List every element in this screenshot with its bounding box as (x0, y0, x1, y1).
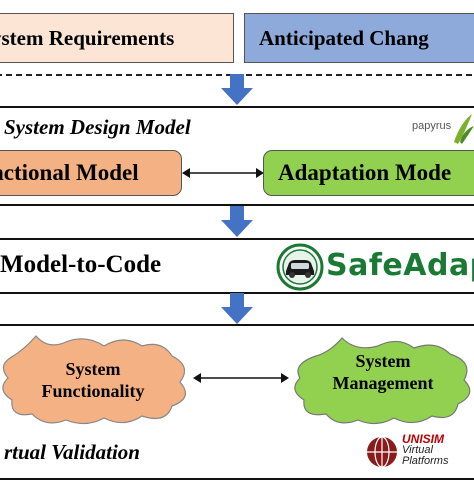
bidirectional-arrow-icon (182, 168, 264, 178)
functional-model-label: nctional Model (0, 160, 139, 185)
system-requirements-label: ystem Requirements (0, 26, 175, 50)
papyrus-leaf-icon (454, 114, 474, 144)
safeadapt-car-icon (276, 243, 324, 291)
unisim-globe-icon (367, 436, 397, 468)
adaptation-model-label: Adaptation Mode (278, 160, 452, 185)
down-arrow-icon (221, 206, 253, 237)
adaptation-model-box: Adaptation Mode (263, 150, 474, 196)
system-requirements-box: ystem Requirements (0, 13, 234, 63)
system-management-blob (294, 337, 471, 425)
down-arrow-icon (221, 74, 253, 105)
model-to-code-title: Model-to-Code (0, 251, 162, 278)
down-arrow-icon (221, 293, 253, 324)
anticipated-changes-box: Anticipated Chang (244, 13, 474, 63)
papyrus-logo: papyrus (410, 112, 474, 146)
bidirectional-arrow-icon (193, 373, 289, 383)
virtual-validation-title: rtual Validation (4, 440, 140, 464)
safeadapt-logo-text: SafeAdap (326, 248, 474, 283)
papyrus-logo-text: papyrus (412, 120, 452, 132)
design-model-title: System Design Model (4, 115, 191, 139)
model-to-code-section (0, 238, 474, 294)
system-functionality-label: System Functionality (41, 359, 145, 401)
anticipated-changes-label: Anticipated Chang (259, 26, 429, 50)
unisim-logo-text: UNISIM Virtual Platforms (402, 432, 449, 467)
functional-model-box: nctional Model (0, 150, 182, 196)
system-management-label: System Management (332, 351, 434, 393)
system-functionality-blob (2, 335, 187, 425)
